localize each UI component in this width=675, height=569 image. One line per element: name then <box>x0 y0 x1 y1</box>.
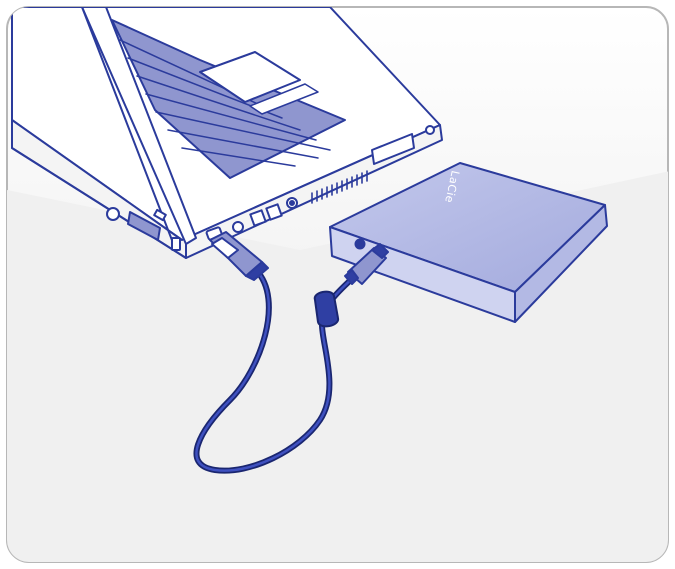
audio-port <box>233 222 243 232</box>
modem-port <box>266 204 281 219</box>
ethernet-port <box>250 210 265 225</box>
drive-port <box>356 240 365 249</box>
left-round-port <box>107 208 119 220</box>
ferrite-bead <box>315 292 338 327</box>
